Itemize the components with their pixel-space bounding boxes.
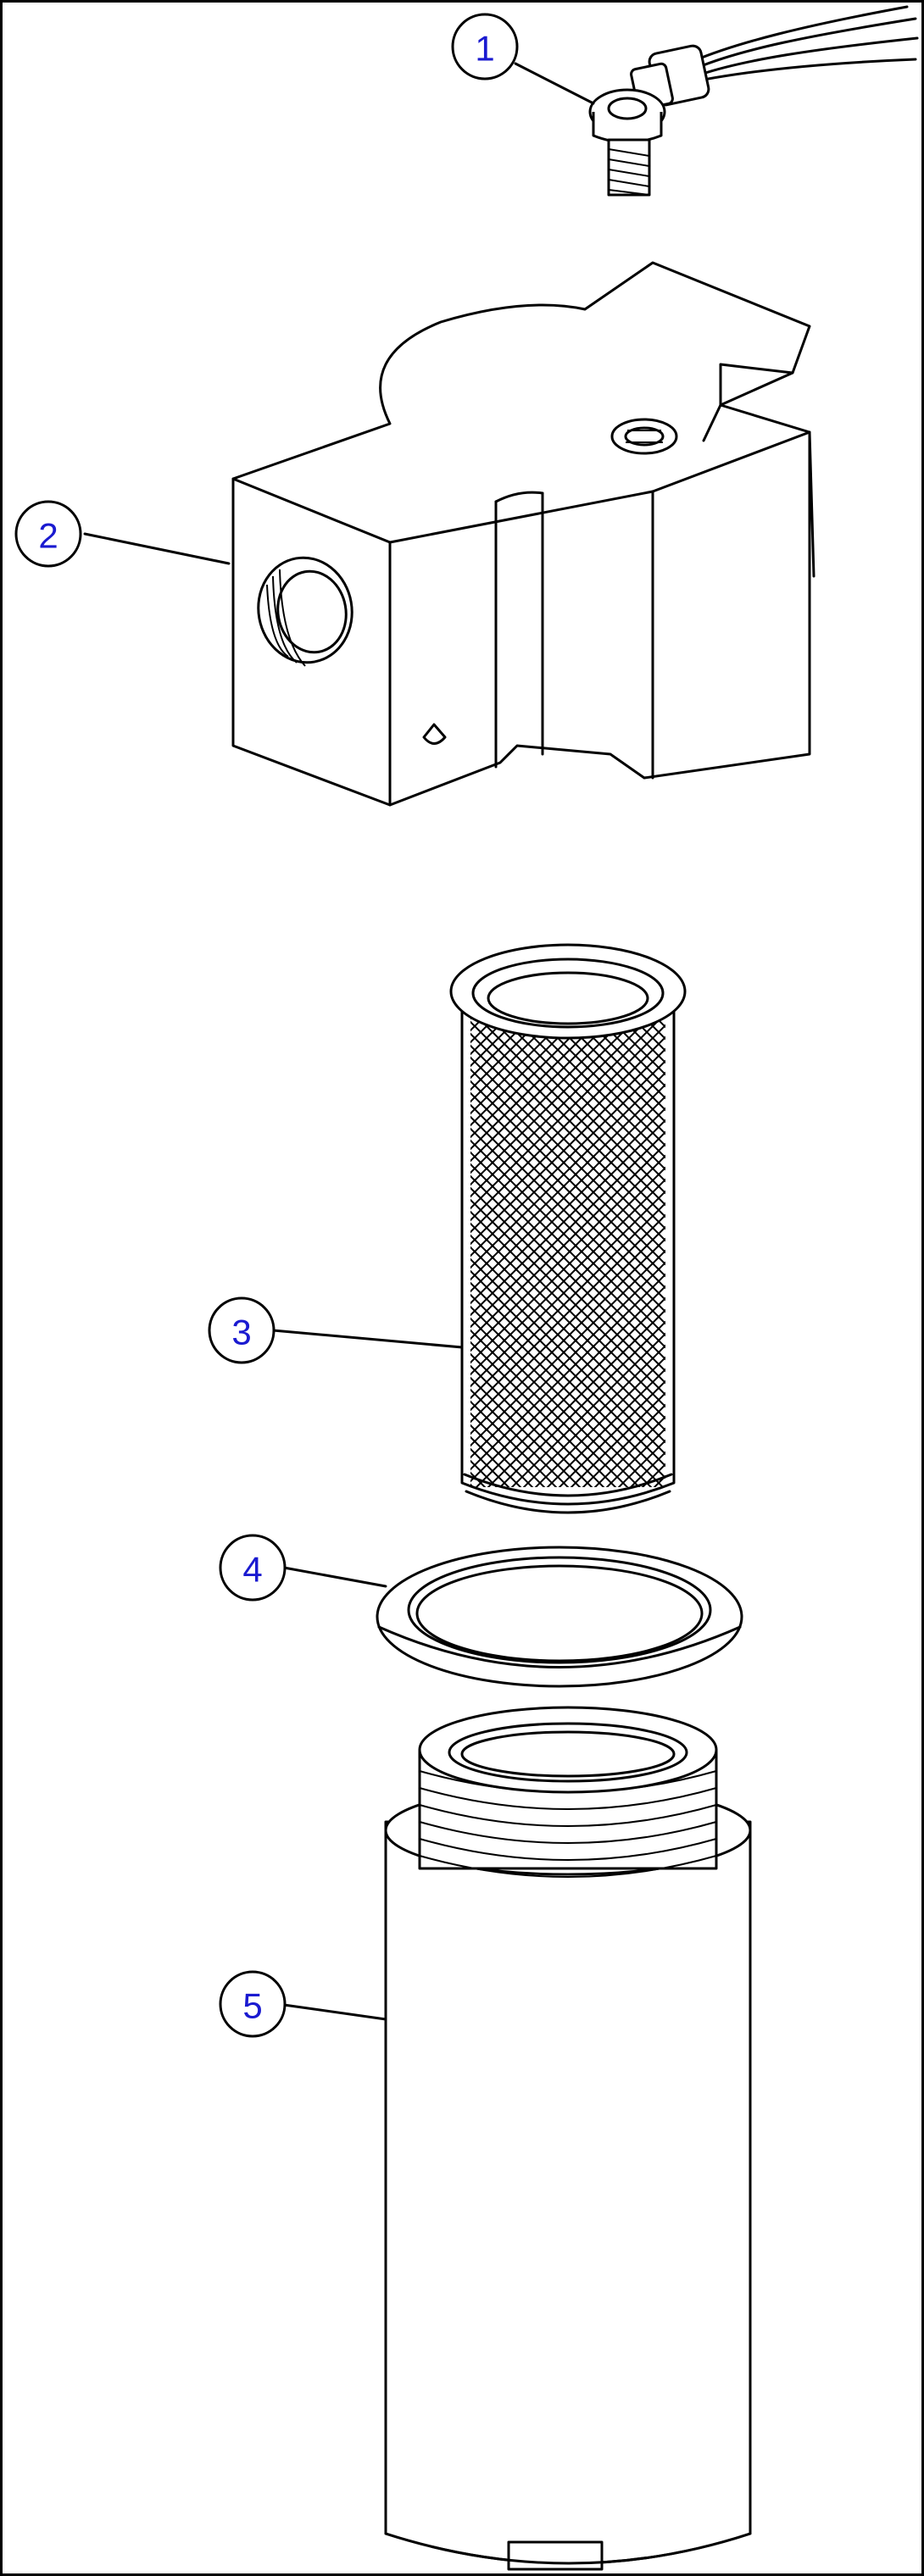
leader-line-3 [271, 1329, 464, 1349]
filter-bowl-part [384, 1706, 752, 2571]
leader-line-2 [83, 532, 231, 565]
callout-number: 5 [242, 1986, 262, 2026]
callout-2: 2 [14, 500, 82, 568]
leader-line-1 [514, 62, 595, 105]
callout-3: 3 [208, 1296, 276, 1364]
filter-element-part [449, 943, 687, 1514]
callout-number: 1 [475, 29, 494, 69]
leader-line-5 [282, 2003, 387, 2021]
callout-circle [14, 500, 82, 568]
leader-lines [83, 62, 595, 2021]
callout-5: 5 [219, 1970, 287, 2038]
callout-circle [219, 1970, 287, 2038]
leader-line-4 [282, 1566, 387, 1588]
callout-number: 2 [38, 516, 58, 556]
callout-number: 3 [231, 1313, 251, 1352]
pressure-switch-part [588, 5, 919, 197]
callout-1: 1 [451, 13, 519, 80]
callout-circle [451, 13, 519, 80]
callout-circle [219, 1534, 287, 1602]
o-ring-part [376, 1546, 743, 1688]
callout-circle [208, 1296, 276, 1364]
callout-4: 4 [219, 1534, 287, 1602]
callout-number: 4 [242, 1550, 262, 1590]
filter-head-part [231, 261, 815, 807]
